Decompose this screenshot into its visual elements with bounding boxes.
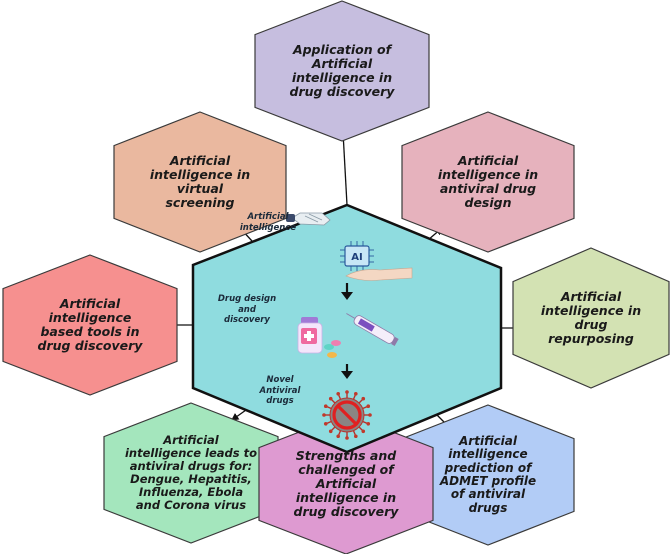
virus-spike-tip <box>336 391 340 396</box>
virus-spike <box>337 430 342 436</box>
virus-spike-tip <box>354 391 358 396</box>
hexagon-repurposing <box>512 247 670 389</box>
center-stage-label-novel-antiviral: Novel Antiviral drugs <box>259 375 301 407</box>
virus-spike-tip <box>354 434 358 439</box>
virus-spike <box>326 405 332 410</box>
crossed-virus-icon <box>322 390 372 440</box>
virus-spike <box>330 426 336 432</box>
prohibition-slash <box>336 404 358 426</box>
hexagon-strengths <box>258 413 434 554</box>
virus-spike <box>358 426 364 432</box>
node-label-repurposing: Artificial intelligence in drug repurpos… <box>540 289 642 346</box>
connector-antiviral-leads <box>230 409 247 421</box>
virus-spike <box>352 394 357 400</box>
virus-spike-tip <box>361 429 366 434</box>
virus-spike <box>337 394 342 400</box>
robot-hand-ai-chip-icon: AI <box>286 212 413 281</box>
prohibition-ring <box>332 400 362 430</box>
center-stage-label-drug-design: Drug design and discovery <box>217 294 277 326</box>
virus-spike-tip <box>323 422 328 426</box>
node-label-tools: Artificial intelligence based tools in d… <box>37 296 143 353</box>
hexagon-tools <box>2 254 178 396</box>
hexagon-antiviral-drug-design <box>401 111 575 253</box>
node-label-admet: Artificial intelligence prediction of AD… <box>439 433 537 515</box>
virus-spike-tip <box>368 413 372 417</box>
virus-spike <box>358 398 364 404</box>
virus-spike-tip <box>345 436 349 440</box>
virus-spike-tip <box>361 396 366 401</box>
node-label-antiviral-drug-design: Artificial intelligence in antiviral dru… <box>437 153 539 210</box>
virus-spike-tip <box>328 429 333 434</box>
node-label-virtual-screening: Artificial intelligence in virtual scree… <box>149 153 251 210</box>
hexagon-virtual-screening <box>113 111 287 253</box>
virus-spike-tip <box>366 422 371 426</box>
center-stage-label-ai: Artificial intelligence <box>239 212 297 233</box>
virus-spike-tip <box>366 404 371 408</box>
virus-spike <box>352 430 357 436</box>
down-arrow-icon-2 <box>341 364 353 379</box>
virus-spike <box>362 420 368 425</box>
virus-spike-tip <box>345 390 349 394</box>
center-hexagon <box>191 203 503 454</box>
virus-spike <box>326 420 332 425</box>
node-label-strengths: Strengths and challenged of Artificial i… <box>293 448 399 519</box>
virus-spike-tip <box>336 434 340 439</box>
node-label-antiviral-leads: Artificial intelligence leads to antivir… <box>124 433 258 512</box>
virus-spike <box>330 398 336 404</box>
svg-text:AI: AI <box>351 252 362 263</box>
down-arrow-icon-1 <box>341 283 353 300</box>
virus-spike-tip <box>323 404 328 408</box>
virus-spike-tip <box>322 413 326 417</box>
hexagon-application <box>254 0 430 142</box>
virus-spike <box>362 405 368 410</box>
connector-application <box>339 130 348 206</box>
medicine-bottle-syringe-icon <box>297 313 399 358</box>
virus-spike-tip <box>328 396 333 401</box>
hexagon-antiviral-leads <box>103 402 279 544</box>
node-label-application: Application of Artificial intelligence i… <box>289 42 395 99</box>
